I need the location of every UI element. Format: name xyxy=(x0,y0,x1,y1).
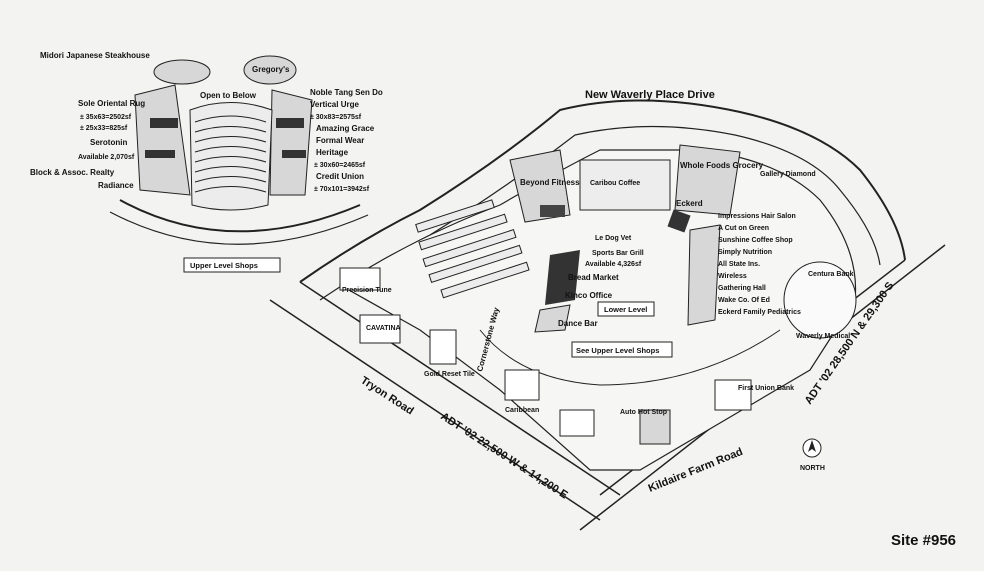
inset-label-radiance: Radiance xyxy=(98,181,134,190)
tenant-auto-hot: Auto Hot Stop xyxy=(620,409,667,416)
tenant-kinco: Kinco Office xyxy=(565,291,613,300)
tenant-centura: Centura Bank xyxy=(808,271,854,278)
tenant-gold-reset: Gold Reset Tile xyxy=(424,371,475,378)
north-arrow-label: NORTH xyxy=(800,465,825,472)
tenant-gathering-hall: Gathering Hall xyxy=(718,285,766,292)
inset-title: Upper Level Shops xyxy=(190,261,258,270)
lower-level-label: Lower Level xyxy=(604,305,647,314)
tenant-cavatina: CAVATINA xyxy=(366,325,401,332)
tenant-sunshine-coffee: Sunshine Coffee Shop xyxy=(718,237,793,244)
tenant-first-union: First Union Bank xyxy=(738,385,794,392)
inset-label-formal-wear: Formal Wear xyxy=(316,136,364,145)
inset-label-sole-oriental: Sole Oriental Rug xyxy=(78,99,145,108)
tenant-available: Available 4,326sf xyxy=(585,261,642,268)
tenant-sports-bar: Sports Bar Grill xyxy=(592,250,644,257)
inset-label-gregorys: Gregory's xyxy=(252,65,290,74)
inset-label-sf-5: ± 70x101=3942sf xyxy=(314,186,370,193)
inset-label-amazing-grace: Amazing Grace xyxy=(316,124,375,133)
tenant-cut-on-green: A Cut on Green xyxy=(718,225,769,232)
road-label-tryon: Tryon Road xyxy=(358,374,415,417)
inset-label-sf-2: ± 25x33=825sf xyxy=(80,125,128,132)
tenant-caribou: Caribou Coffee xyxy=(590,180,640,187)
inset-label-sf-1: ± 35x63=2502sf xyxy=(80,114,132,121)
tenant-caribbean: Caribbean xyxy=(505,407,539,414)
inset-label-midori: Midori Japanese Steakhouse xyxy=(40,51,150,60)
tenant-simply-nutrition: Simply Nutrition xyxy=(718,249,772,256)
inset-label-credit-union: Credit Union xyxy=(316,172,364,181)
tenant-le-dog: Le Dog Vet xyxy=(595,235,632,242)
tenant-impressions: Impressions Hair Salon xyxy=(718,213,796,220)
tenant-waverly-medical: Waverly Medical xyxy=(796,333,850,340)
tenant-wireless: Wireless xyxy=(718,273,747,280)
north-arrow-icon: NORTH xyxy=(800,438,825,472)
tenant-eckerd: Eckerd xyxy=(676,199,703,208)
inset-label-sf-3: ± 30x83=2575sf xyxy=(310,114,362,121)
inset-label-vertical-urge: Vertical Urge xyxy=(310,100,359,109)
tenant-whole-foods: Whole Foods Grocery xyxy=(680,161,764,170)
see-upper-level-label: See Upper Level Shops xyxy=(576,346,659,355)
main-site-plan: Beyond Fitness Whole Foods Grocery Galle… xyxy=(338,144,857,471)
tenant-eckerd-family: Eckerd Family Pediatrics xyxy=(718,309,801,316)
tenant-gallery-diamond: Gallery Diamond xyxy=(760,171,816,178)
tenant-beyond-fitness: Beyond Fitness xyxy=(520,178,580,187)
tenant-dance-bar: Dance Bar xyxy=(558,319,598,328)
inset-label-sf-4: ± 30x60=2465sf xyxy=(314,162,366,169)
inset-label-block-realty: Block & Assoc. Realty xyxy=(30,168,115,177)
road-label-north: New Waverly Place Drive xyxy=(585,89,715,101)
tenant-precision-tune: Precision Tune xyxy=(342,287,392,294)
tenant-wake-co: Wake Co. Of Ed xyxy=(718,297,770,304)
inset-label-open-to-below: Open to Below xyxy=(200,91,257,100)
inset-label-available: Available 2,070sf xyxy=(78,154,135,161)
tenant-bread-market: Bread Market xyxy=(568,273,619,282)
upper-level-inset: Midori Japanese Steakhouse Gregory's Ope… xyxy=(30,51,383,273)
inset-label-heritage: Heritage xyxy=(316,148,349,157)
tenant-all-state: All State Ins. xyxy=(718,261,760,268)
site-number: Site #956 xyxy=(890,532,956,549)
inset-label-noble-tang: Noble Tang Sen Do xyxy=(310,88,383,97)
inset-label-serotonin: Serotonin xyxy=(90,138,127,147)
